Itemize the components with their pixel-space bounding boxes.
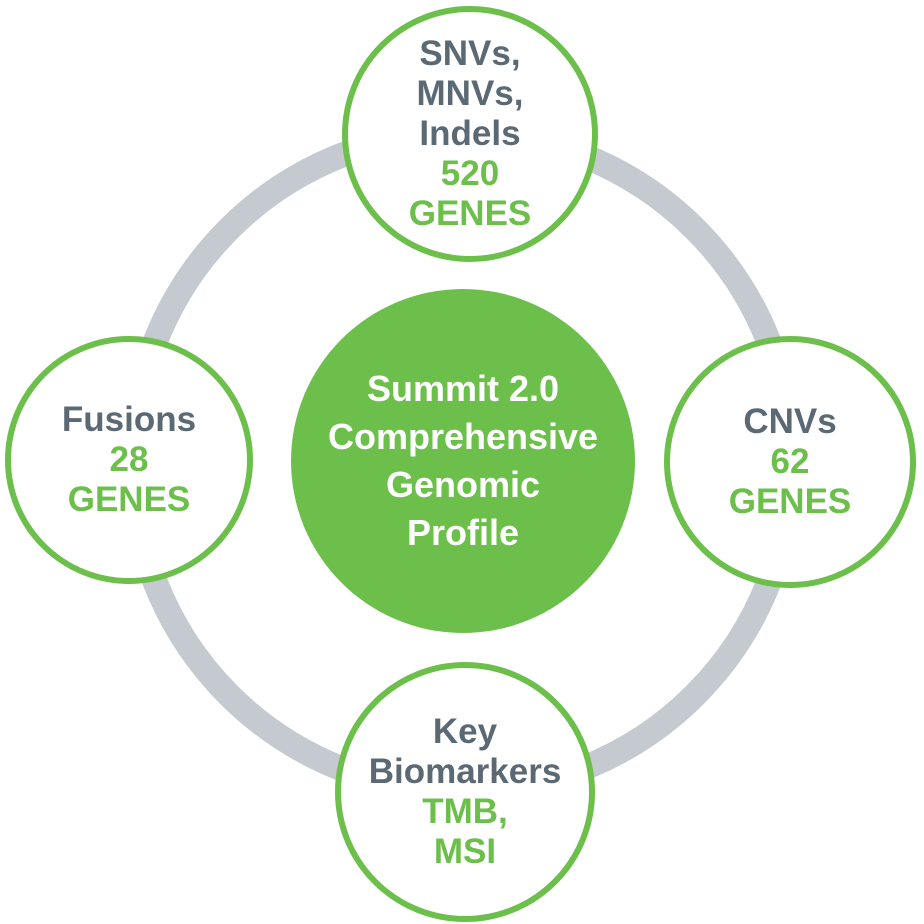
node-label-line: Indels	[419, 114, 521, 153]
center-title-line: Profile	[406, 512, 520, 553]
node-label-line: Key	[432, 712, 498, 751]
node-highlight-line: GENES	[67, 480, 191, 519]
node-label-line: Fusions	[61, 400, 197, 439]
node-highlight-line: MSI	[433, 832, 497, 871]
center-circle-summit: Summit 2.0 Comprehensive Genomic Profile	[291, 289, 635, 633]
node-label-line: CNVs	[743, 402, 837, 441]
node-highlight-line: 62	[770, 442, 810, 481]
node-cnvs: CNVs 62 GENES	[664, 336, 916, 588]
node-snvs-mnvs-indels: SNVs, MNVs, Indels 520 GENES	[342, 6, 598, 262]
center-title-line: Summit 2.0	[366, 368, 560, 409]
node-highlight-line: 28	[109, 440, 149, 479]
center-title-line: Comprehensive	[327, 416, 599, 457]
node-highlight-line: TMB,	[422, 792, 508, 831]
node-key-biomarkers: Key Biomarkers TMB, MSI	[335, 662, 595, 922]
node-highlight-line: GENES	[408, 194, 532, 233]
node-fusions: Fusions 28 GENES	[5, 336, 253, 584]
node-highlight-line: 520	[440, 154, 500, 193]
node-label-line: Biomarkers	[368, 752, 562, 791]
node-label-line: SNVs,	[419, 34, 521, 73]
center-title-line: Genomic	[385, 464, 541, 505]
node-label-line: MNVs,	[416, 74, 524, 113]
node-highlight-line: GENES	[728, 482, 852, 521]
